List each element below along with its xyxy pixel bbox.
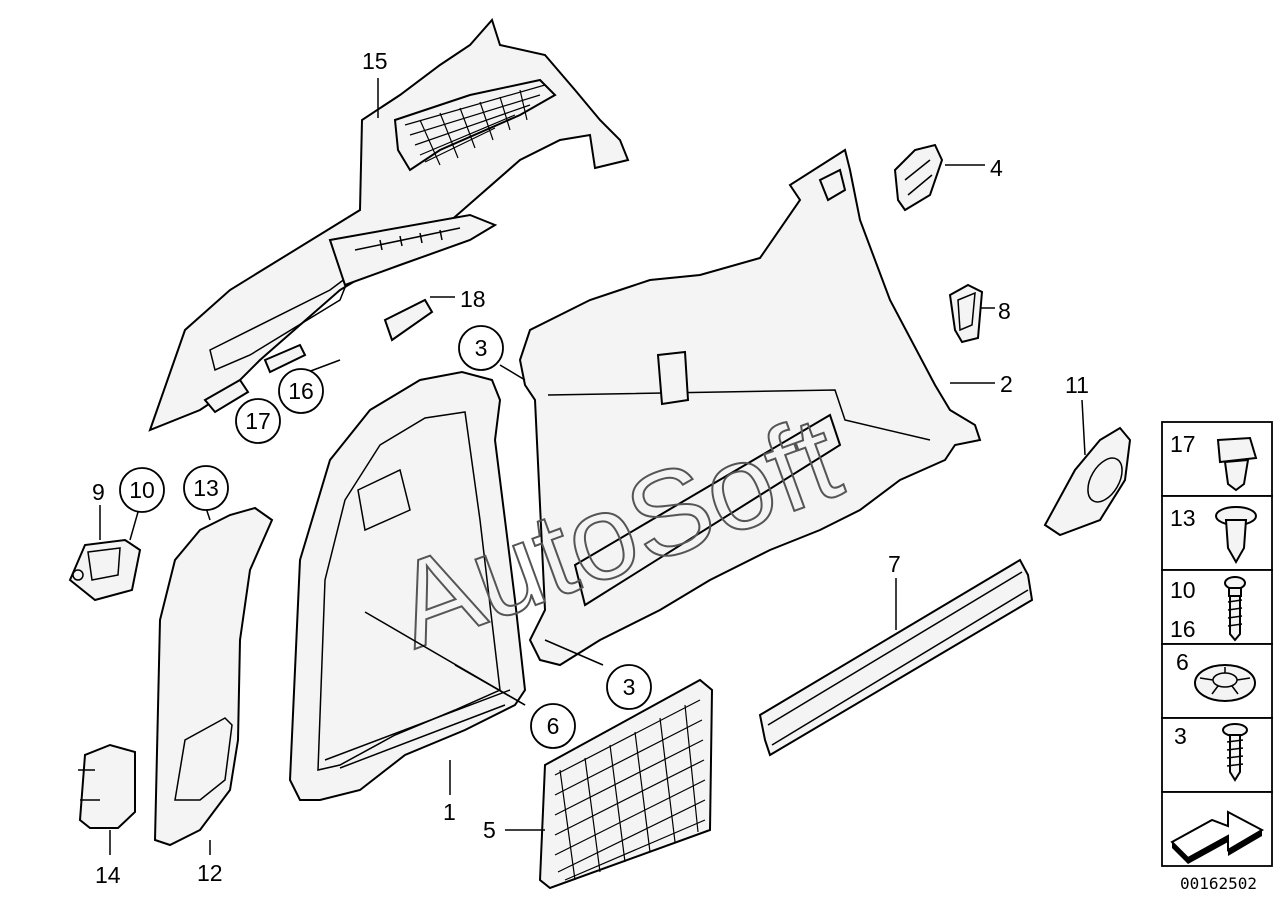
nut-6-icon (1194, 664, 1256, 702)
screw-10-16-icon (1224, 576, 1246, 642)
callout-5: 5 (483, 817, 496, 843)
callout-1: 1 (443, 799, 456, 825)
callout-3a-circle (458, 325, 504, 371)
callout-3b-circle (606, 664, 652, 710)
legend-label-3: 3 (1174, 723, 1187, 749)
callout-16-circle (278, 368, 324, 414)
direction-arrow-icon (1170, 810, 1265, 864)
legend-label-17: 17 (1170, 431, 1196, 457)
callout-17-circle (235, 398, 281, 444)
legend-label-16: 16 (1170, 616, 1196, 642)
part-11-lamp (1043, 426, 1132, 537)
callout-8: 8 (998, 298, 1011, 324)
callout-9: 9 (92, 479, 105, 505)
callout-11: 11 (1065, 372, 1089, 398)
part-7-strip (758, 558, 1034, 757)
callout-4: 4 (990, 155, 1003, 181)
callout-3a: 3 (475, 335, 488, 361)
callout-14: 14 (95, 862, 121, 888)
part-15-upper-trim (148, 18, 630, 432)
screw-3-icon (1222, 723, 1248, 782)
legend-cell-3 (1161, 717, 1273, 793)
callout-16: 16 (288, 378, 314, 404)
clip-17-icon (1216, 436, 1258, 492)
fastener-legend: 17 13 10 16 6 3 (1161, 421, 1273, 867)
callout-6-circle (530, 703, 576, 749)
part-14-cover (78, 743, 136, 829)
callout-6: 6 (547, 713, 560, 739)
callout-3b: 3 (623, 674, 636, 700)
callout-7: 7 (888, 551, 901, 577)
rivet-13-icon (1215, 506, 1257, 565)
callout-10-circle (119, 467, 165, 513)
part-9-bracket (68, 538, 142, 602)
callout-15: 15 (362, 48, 388, 74)
callout-12: 12 (197, 860, 223, 886)
reference-number: 00162502 (1180, 874, 1257, 893)
callout-13: 13 (193, 475, 219, 501)
part-1-interior-panel (288, 370, 527, 801)
legend-label-6: 6 (1176, 649, 1189, 675)
callout-13-circle (183, 465, 229, 511)
part-12-pillar-trim (153, 506, 274, 847)
callout-2: 2 (1000, 371, 1013, 397)
part-4-handle (893, 143, 944, 212)
callout-17: 17 (245, 408, 271, 434)
part-8-hook (948, 283, 984, 344)
callouts: 15 4 18 8 3 2 11 16 17 9 10 13 7 3 6 1 5… (92, 48, 1089, 888)
callout-18: 18 (460, 286, 486, 312)
legend-label-10: 10 (1170, 577, 1196, 603)
legend-label-13: 13 (1170, 505, 1196, 531)
part-5-net (538, 678, 714, 890)
callout-10: 10 (129, 477, 155, 503)
part-2-side-panel (518, 148, 982, 667)
